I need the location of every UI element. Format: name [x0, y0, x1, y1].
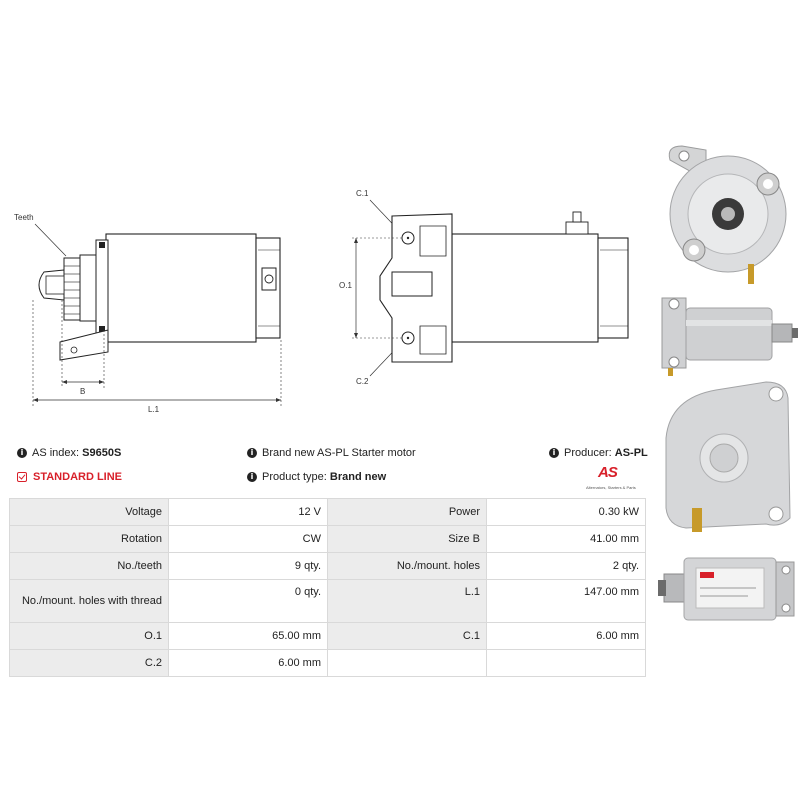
logo-mark: AS [598, 464, 618, 481]
producer-label: Producer: [564, 447, 612, 459]
table-row: No./teeth 9 qty. No./mount. holes 2 qty. [9, 552, 646, 580]
product-photo-side [661, 297, 798, 376]
table-row: Voltage 12 V Power 0.30 kW [9, 498, 646, 526]
c1-label: C.1 [356, 189, 369, 198]
spec-value: 12 V [168, 498, 328, 526]
info-icon: i [549, 448, 559, 458]
spec-value: 6.00 mm [168, 649, 328, 677]
standard-line-text: STANDARD LINE [33, 471, 123, 483]
product-type-info: i Product type: Brand new [247, 471, 386, 483]
logo-tagline: Alternators, Starters & Parts [586, 485, 636, 490]
product-type-label: Product type: [262, 471, 327, 483]
table-row: Rotation CW Size B 41.00 mm [9, 525, 646, 553]
spec-value [486, 649, 646, 677]
spec-label [327, 649, 487, 677]
description-text: Brand new AS-PL Starter motor [262, 447, 416, 459]
checkbox-check-icon [17, 472, 27, 482]
spec-label: L.1 [327, 579, 487, 623]
spec-label: Voltage [9, 498, 169, 526]
table-row: No./mount. holes with thread 0 qty. L.1 … [9, 579, 646, 623]
info-icon: i [17, 448, 27, 458]
spec-value: 0 qty. [168, 579, 328, 623]
as-pl-logo: AS Alternators, Starters & Parts [586, 464, 650, 494]
description-info: i Brand new AS-PL Starter motor [247, 447, 416, 459]
info-icon: i [247, 472, 257, 482]
product-photo-label-side [658, 557, 795, 621]
spec-label: No./mount. holes [327, 552, 487, 580]
spec-value: 6.00 mm [486, 622, 646, 650]
producer-value: AS-PL [614, 447, 648, 459]
spec-table: Voltage 12 V Power 0.30 kW Rotation CW S… [9, 498, 646, 677]
standard-line-badge: STANDARD LINE [17, 471, 122, 483]
as-index-value: S9650S [82, 447, 122, 459]
l1-label: L.1 [148, 405, 160, 414]
product-type-value: Brand new [329, 471, 387, 483]
producer-info: i Producer: AS-PL [549, 447, 648, 459]
spec-label: C.1 [327, 622, 487, 650]
product-photo-flange [665, 381, 791, 532]
b-label: B [80, 387, 85, 396]
spec-label: O.1 [9, 622, 169, 650]
spec-value: 2 qty. [486, 552, 646, 580]
as-index-label: AS index: [32, 447, 80, 459]
spec-label: Rotation [9, 525, 169, 553]
spec-value: CW [168, 525, 328, 553]
as-index-info: i AS index: S9650S [17, 447, 121, 459]
info-icon: i [247, 448, 257, 458]
spec-label: No./teeth [9, 552, 169, 580]
side-view-drawing: Teeth B L.1 [14, 213, 282, 414]
teeth-label: Teeth [14, 213, 34, 222]
spec-label: C.2 [9, 649, 169, 677]
spec-value: 65.00 mm [168, 622, 328, 650]
table-row: O.1 65.00 mm C.1 6.00 mm [9, 622, 646, 650]
product-photo-front [668, 145, 787, 284]
spec-value: 41.00 mm [486, 525, 646, 553]
spec-label: Size B [327, 525, 487, 553]
spec-value: 147.00 mm [486, 579, 646, 623]
spec-label: No./mount. holes with thread [9, 579, 169, 623]
c2-label: C.2 [356, 377, 369, 386]
spec-value: 0.30 kW [486, 498, 646, 526]
spec-value: 9 qty. [168, 552, 328, 580]
front-view-drawing: C.1 O.1 C.2 [339, 189, 629, 386]
o1-label: O.1 [339, 281, 352, 290]
table-row: C.2 6.00 mm [9, 649, 646, 677]
spec-label: Power [327, 498, 487, 526]
